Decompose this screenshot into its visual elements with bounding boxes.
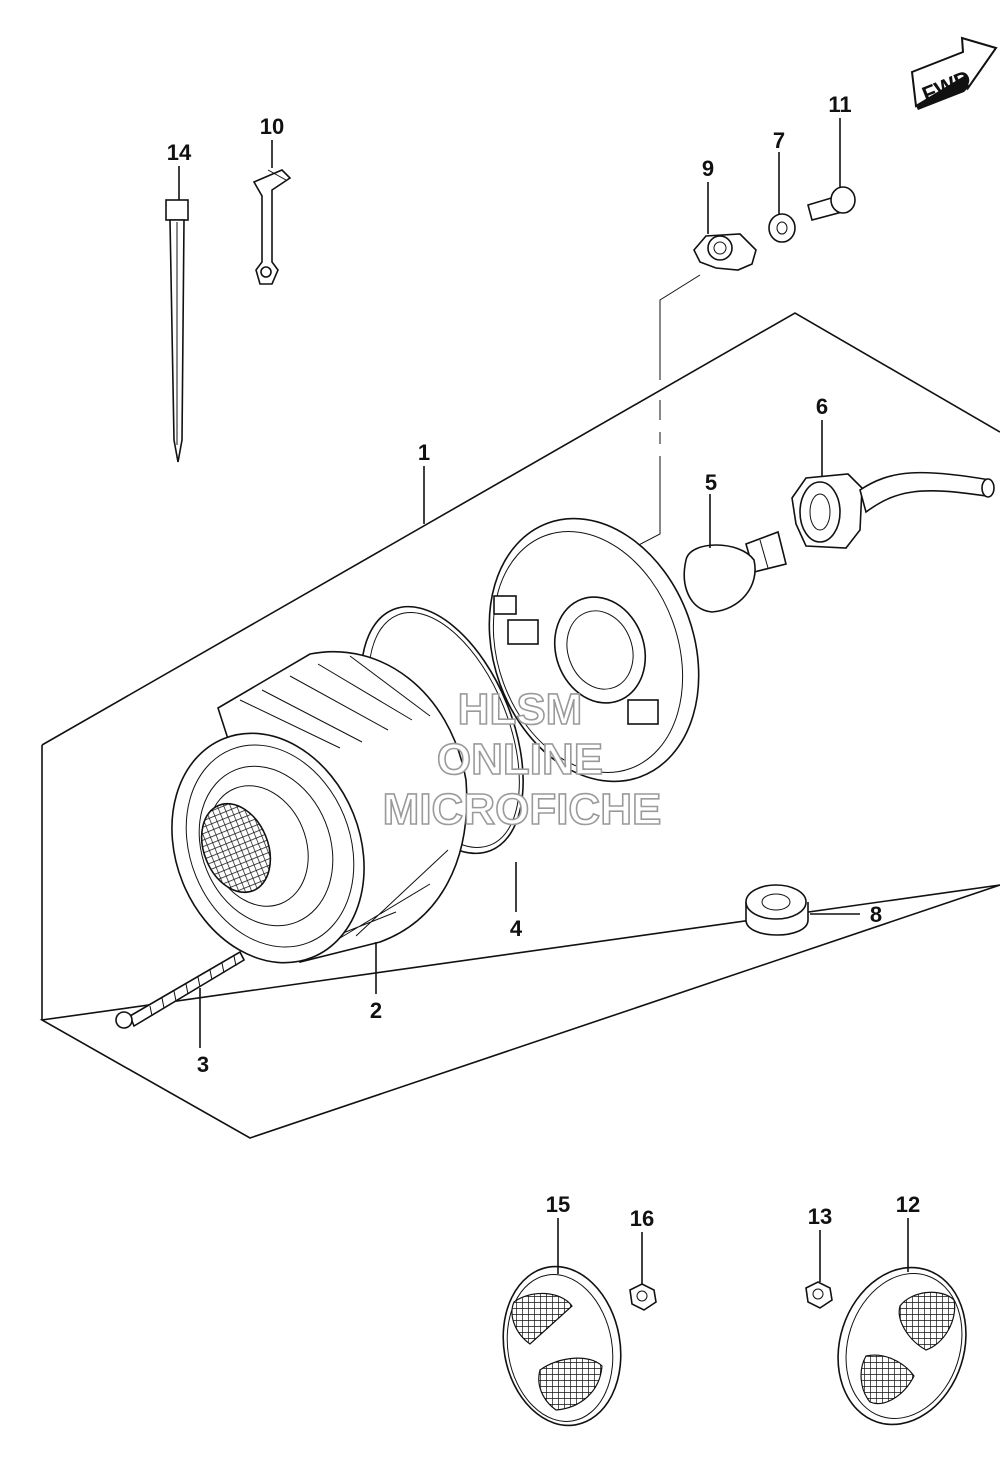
callouts: 1 2 3 4 5 6 7 8 9 10 11 12 13 14 15 16 [167,92,920,1231]
callout-7: 7 [773,128,785,153]
callout-14: 14 [167,140,192,165]
grommet-part [745,884,809,936]
cable-tie-part [165,199,189,463]
watermark-line3: MICROFICHE [383,785,662,834]
callout-13: 13 [808,1204,832,1229]
fwd-arrow-icon: FWD [910,36,998,110]
watermark-line2: ONLINE [437,735,603,784]
leader-9 [659,274,701,380]
callout-16: 16 [630,1206,654,1231]
watermark: HLSM ONLINE MICROFICHE [382,684,662,835]
callout-10: 10 [260,114,284,139]
screw-part [807,186,856,221]
callout-11: 11 [828,92,851,117]
lens-part [171,650,468,964]
reflector-right-part [837,1266,967,1426]
callout-8: 8 [870,902,882,927]
bulb-part [683,530,787,613]
callout-9: 9 [702,156,714,181]
callout-3: 3 [197,1052,209,1077]
callout-6: 6 [816,394,828,419]
watermark-line1: HLSM [458,685,583,734]
housing-base-part [488,517,700,783]
washer-part [768,213,796,243]
callout-12: 12 [896,1192,920,1217]
long-screw-part [115,950,246,1029]
assembly-outline [39,312,1000,1139]
callout-5: 5 [705,470,717,495]
reflector-left-part [502,1265,622,1427]
cushion-part [693,233,757,271]
callout-2: 2 [370,998,382,1023]
callout-4: 4 [510,916,523,941]
callout-15: 15 [546,1192,570,1217]
clamp-part [252,169,292,285]
nut-left-part [629,1283,657,1311]
leader-lines [178,118,909,1284]
socket-part [791,471,995,549]
callout-1: 1 [418,440,430,465]
nut-right-part [805,1281,833,1309]
